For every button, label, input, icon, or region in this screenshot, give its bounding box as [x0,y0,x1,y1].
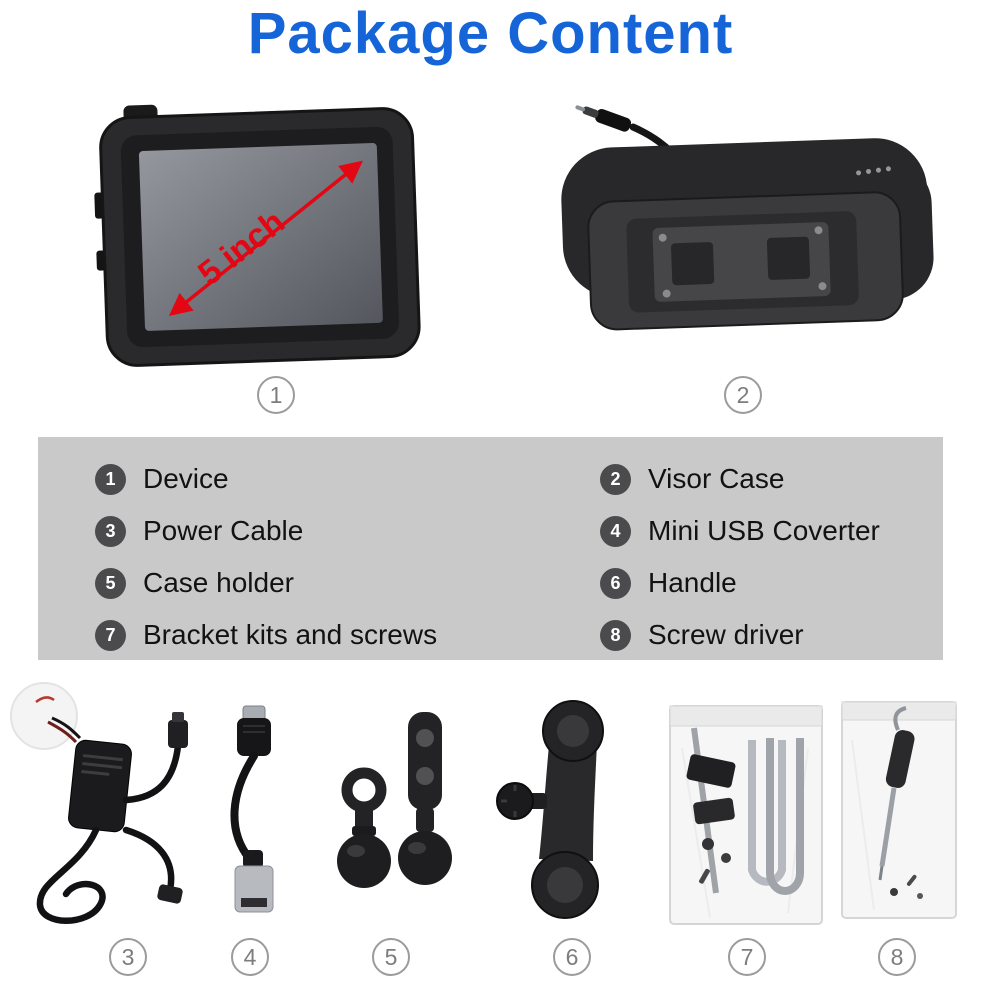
mini-usb-converter-drawing [230,705,274,913]
legend-badge-2: 2 [600,463,631,495]
legend-badge-1: 1 [95,463,126,495]
legend-badge-3: 3 [95,515,126,547]
case-holder-image [322,698,462,918]
u-bolt-front [766,738,804,895]
power-cable-drawing [10,682,188,924]
case-holder-drawing [337,712,452,888]
mini-usb-number-marker: 4 [231,938,269,976]
visor-number-marker: 2 [724,376,762,414]
tightening-knob [496,782,534,820]
driver-shaft [879,787,897,867]
legend-label-case-holder: Case holder [143,567,294,598]
usb-cable [230,752,258,862]
legend-label-visor-case: Visor Case [648,463,785,494]
bracket-piece [693,797,735,825]
bracket-piece [686,754,736,788]
legend-label-power-cable: Power Cable [143,515,304,546]
legend-label-mini-usb: Mini USB Coverter [648,515,880,546]
legend-badge-4: 4 [600,515,631,547]
legend-badge-5: 5 [95,567,126,599]
device-drawing: 5 inch [94,104,421,367]
handle-number-marker: 6 [553,938,591,976]
legend-item-power-cable: 3 Power Cable [95,505,437,557]
legend-panel: 1 Device 3 Power Cable 5 Case holder 7 B… [38,437,943,660]
visor-case-drawing [561,105,934,331]
legend-badge-6: 6 [600,567,631,599]
mini-usb-converter-image [205,700,300,920]
handle-drawing [496,700,604,919]
legend-column-left: 1 Device 3 Power Cable 5 Case holder 7 B… [95,453,437,661]
visor-case-image [535,105,945,360]
legend-item-handle: 6 Handle [600,557,880,609]
page-title: Package Content [247,1,734,66]
legend-item-device: 1 Device [95,453,437,505]
mini-usb-plug-tip [242,705,266,721]
legend-item-mini-usb: 4 Mini USB Coverter [600,505,880,557]
ball-mount-left [337,834,391,888]
bracket-kits-number-marker: 7 [728,938,766,976]
bracket-kits-drawing [669,705,823,925]
screw-driver-image [832,690,967,930]
legend-label-bracket-kits: Bracket kits and screws [143,619,438,650]
legend-label-screw-driver: Screw driver [648,619,804,650]
legend-item-bracket-kits: 7 Bracket kits and screws [95,609,437,661]
bracket-kits-image [658,688,833,933]
legend-label-handle: Handle [648,567,737,598]
handle-image [487,693,637,928]
diagonal-size-arrow [168,160,363,316]
device-number-marker: 1 [257,376,295,414]
screw-driver-drawing [841,701,957,919]
ball-mount-right [398,831,452,885]
double-hole-arm [408,712,442,810]
power-cable-number-marker: 3 [109,938,147,976]
device-image: 5 inch [90,95,430,385]
dc-plug [575,105,632,132]
legend-item-screw-driver: 8 Screw driver [600,609,880,661]
driver-handle [885,730,915,788]
power-cable-image [8,680,208,935]
legend-item-case-holder: 5 Case holder [95,557,437,609]
eyelet-ring [341,767,387,813]
legend-column-right: 2 Visor Case 4 Mini USB Coverter 6 Handl… [600,453,880,661]
legend-badge-8: 8 [600,619,631,651]
screw-driver-number-marker: 8 [878,938,916,976]
metal-clip [893,706,907,731]
u-bolt-back [748,740,786,886]
legend-item-visor-case: 2 Visor Case [600,453,880,505]
legend-badge-7: 7 [95,619,126,651]
legend-label-device: Device [143,463,229,494]
case-holder-number-marker: 5 [372,938,410,976]
